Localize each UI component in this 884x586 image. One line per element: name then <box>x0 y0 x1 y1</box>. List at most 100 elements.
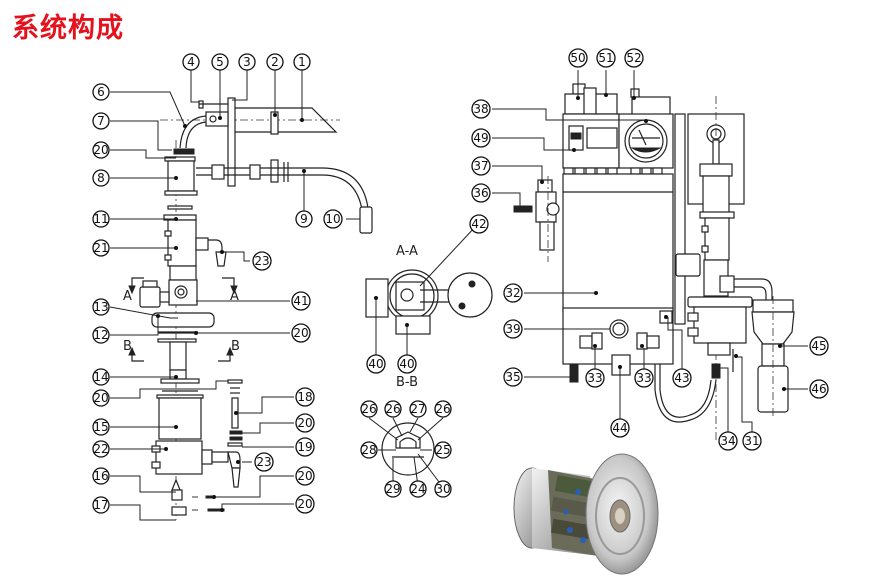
svg-text:1: 1 <box>298 55 306 69</box>
svg-text:38: 38 <box>473 102 488 116</box>
product-photo <box>513 453 659 575</box>
svg-text:21: 21 <box>93 241 108 255</box>
leader-lines <box>109 70 808 521</box>
svg-text:20: 20 <box>93 391 108 405</box>
svg-text:40: 40 <box>399 357 414 371</box>
svg-text:23: 23 <box>256 455 271 469</box>
callout-14: 14 <box>92 368 110 386</box>
callout-40: 40 <box>366 354 386 374</box>
callout-11: 11 <box>92 210 110 228</box>
callout-32: 32 <box>503 283 523 303</box>
callout-51: 51 <box>596 48 616 68</box>
view-aa-label: A-A <box>396 244 418 259</box>
svg-text:28: 28 <box>361 443 376 457</box>
callout-26: 26 <box>384 400 402 418</box>
svg-text:41: 41 <box>293 294 308 308</box>
svg-text:18: 18 <box>297 390 312 404</box>
svg-text:16: 16 <box>93 469 108 483</box>
callout-21: 21 <box>92 239 110 257</box>
svg-text:43: 43 <box>674 371 689 385</box>
svg-text:10: 10 <box>325 212 340 226</box>
svg-text:15: 15 <box>93 420 108 434</box>
svg-text:26: 26 <box>361 402 376 416</box>
callout-33: 33 <box>585 368 605 388</box>
svg-text:45: 45 <box>811 339 826 353</box>
callout-43: 43 <box>672 368 692 388</box>
callout-5: 5 <box>211 53 229 71</box>
callout-45: 45 <box>809 336 829 356</box>
callout-6: 6 <box>92 83 110 101</box>
svg-text:20: 20 <box>293 326 308 340</box>
callout-20: 20 <box>295 466 315 486</box>
svg-text:31: 31 <box>744 434 759 448</box>
section-a-left: A <box>123 289 132 304</box>
callout-28: 28 <box>360 441 378 459</box>
svg-text:7: 7 <box>97 114 105 128</box>
callout-41: 41 <box>291 291 311 311</box>
callout-44: 44 <box>610 418 630 438</box>
section-view-bb <box>381 422 435 476</box>
callout-23: 23 <box>254 452 274 472</box>
svg-text:27: 27 <box>410 402 425 416</box>
callout-22: 22 <box>92 440 110 458</box>
callout-38: 38 <box>471 99 491 119</box>
callout-26: 26 <box>360 400 378 418</box>
svg-text:13: 13 <box>93 300 108 314</box>
svg-text:26: 26 <box>435 402 450 416</box>
callout-30: 30 <box>434 480 452 498</box>
callout-52: 52 <box>624 48 644 68</box>
callout-20: 20 <box>295 413 315 433</box>
callout-16: 16 <box>92 467 110 485</box>
svg-text:11: 11 <box>93 212 108 226</box>
view-bb-label: B-B <box>396 375 418 390</box>
svg-text:46: 46 <box>811 382 826 396</box>
callout-13: 13 <box>92 298 110 316</box>
control-cabinet <box>513 83 795 440</box>
svg-text:20: 20 <box>297 416 312 430</box>
svg-text:42: 42 <box>471 217 486 231</box>
callout-10: 10 <box>323 209 343 229</box>
section-a-right: A <box>230 289 239 304</box>
svg-text:29: 29 <box>385 482 400 496</box>
svg-text:34: 34 <box>720 434 735 448</box>
svg-text:4: 4 <box>187 55 195 69</box>
svg-text:9: 9 <box>300 212 308 226</box>
svg-text:33: 33 <box>636 371 651 385</box>
section-b-left: B <box>123 339 132 354</box>
section-view-aa <box>365 269 493 335</box>
svg-text:19: 19 <box>297 440 312 454</box>
svg-text:5: 5 <box>216 55 224 69</box>
callout-27: 27 <box>409 400 427 418</box>
svg-text:32: 32 <box>505 286 520 300</box>
svg-text:23: 23 <box>254 254 269 268</box>
svg-text:52: 52 <box>626 51 641 65</box>
callout-31: 31 <box>742 431 762 451</box>
svg-text:14: 14 <box>93 370 108 384</box>
callout-39: 39 <box>503 319 523 339</box>
svg-text:6: 6 <box>97 85 105 99</box>
callout-29: 29 <box>384 480 402 498</box>
svg-text:12: 12 <box>93 328 108 342</box>
callout-9: 9 <box>295 210 313 228</box>
svg-text:37: 37 <box>473 159 488 173</box>
callout-12: 12 <box>92 326 110 344</box>
callout-26: 26 <box>434 400 452 418</box>
svg-text:17: 17 <box>93 498 108 512</box>
svg-text:33: 33 <box>587 371 602 385</box>
left-assembly <box>128 97 373 520</box>
callout-7: 7 <box>92 112 110 130</box>
callout-8: 8 <box>92 169 110 187</box>
callout-46: 46 <box>809 379 829 399</box>
callout-40: 40 <box>397 354 417 374</box>
callout-4: 4 <box>182 53 200 71</box>
svg-text:25: 25 <box>435 443 450 457</box>
svg-text:20: 20 <box>297 497 312 511</box>
section-b-right: B <box>231 339 240 354</box>
svg-text:49: 49 <box>473 131 488 145</box>
svg-text:20: 20 <box>297 469 312 483</box>
svg-text:8: 8 <box>97 171 105 185</box>
callout-3: 3 <box>238 53 256 71</box>
callout-50: 50 <box>568 48 588 68</box>
callout-15: 15 <box>92 418 110 436</box>
